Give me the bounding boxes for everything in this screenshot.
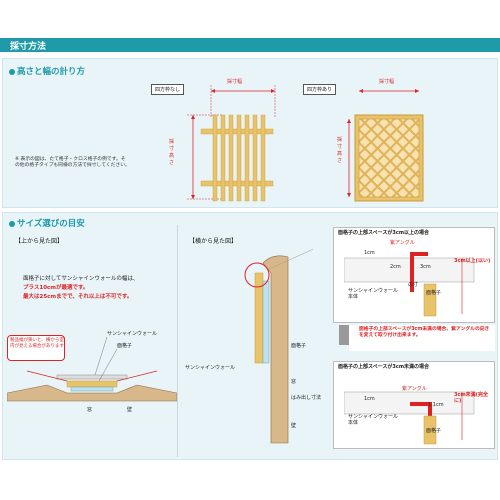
bullet-icon xyxy=(9,220,15,227)
top-view-label: 【上から見た図】 xyxy=(15,238,64,245)
right-height-label: 採寸高さ xyxy=(337,137,343,164)
angle-note: 面格子の上部スペースが3cm未満の場合、紫アングルの向きを変えて取り付け出来ます… xyxy=(349,325,495,351)
side-wall-label: 壁 xyxy=(291,423,297,429)
measure-note: ※ 表示の図は、たて格子・クロス格子の例です。その他の格子タイプも同様の方法で採… xyxy=(15,157,130,169)
left-height-label: 採寸高さ xyxy=(169,139,175,166)
top-grille-label: 面格子 xyxy=(117,343,133,349)
side-window-label: 窓 xyxy=(291,379,297,385)
case-card-over3cm: 面格子の上部スペースが3cm以上の場合 紫アングル 1cm 2cm 3cm 3c… xyxy=(333,227,495,323)
top-wall-label: 壁 xyxy=(127,407,133,413)
panel-divider xyxy=(177,225,178,457)
size-guide-panel: サイズ選びの目安 【上から見た図】 【横から見た図】 面格子に対してサンシャイン… xyxy=(2,212,498,460)
top-window-label: 窓 xyxy=(87,407,93,413)
right-box-label: 四方枠あり xyxy=(303,84,337,95)
down-arrow-icon xyxy=(339,325,349,345)
header-title: 採寸方法 xyxy=(10,42,47,52)
lattice-grille-figure xyxy=(347,89,424,202)
side-width-label: はみ出し寸法 xyxy=(291,395,322,401)
bullet-icon xyxy=(9,68,15,75)
size-description: 面格子に対してサンシャインウォールの幅は、 プラス10cmが最適です。 最大は2… xyxy=(23,276,139,300)
measure-title: 高さと幅の計り方 xyxy=(9,65,85,77)
measure-panel: 高さと幅の計り方 ※ 表示の図は、たて格子・クロス格子の例です。その他の格子タイ… xyxy=(2,58,498,208)
right-width-label: 採寸幅 xyxy=(379,79,395,85)
left-width-label: 採寸幅 xyxy=(227,79,243,85)
top-sunshine-label: サンシャインウォール xyxy=(107,331,158,337)
top-view-figure xyxy=(7,336,177,402)
section-header: 採寸方法 xyxy=(0,38,500,52)
vertical-grille-figure xyxy=(187,85,276,202)
case-card-under3cm: 面格子の上部スペースが3cm未満の場合 紫アングル 1cm 1.1cm 3cm未… xyxy=(333,361,495,449)
side-view-figure xyxy=(244,249,313,444)
side-sunshine-label: サンシャインウォール xyxy=(185,365,236,371)
side-view-label: 【横から見た図】 xyxy=(189,238,238,245)
size-guide-title: サイズ選びの目安 xyxy=(9,217,85,229)
left-box-label: 四方枠なし xyxy=(151,84,185,95)
warning-bubble: 製品幅が狭いと、横から室内が見える場合があります xyxy=(7,335,65,361)
side-grille-label: 面格子 xyxy=(291,343,307,349)
